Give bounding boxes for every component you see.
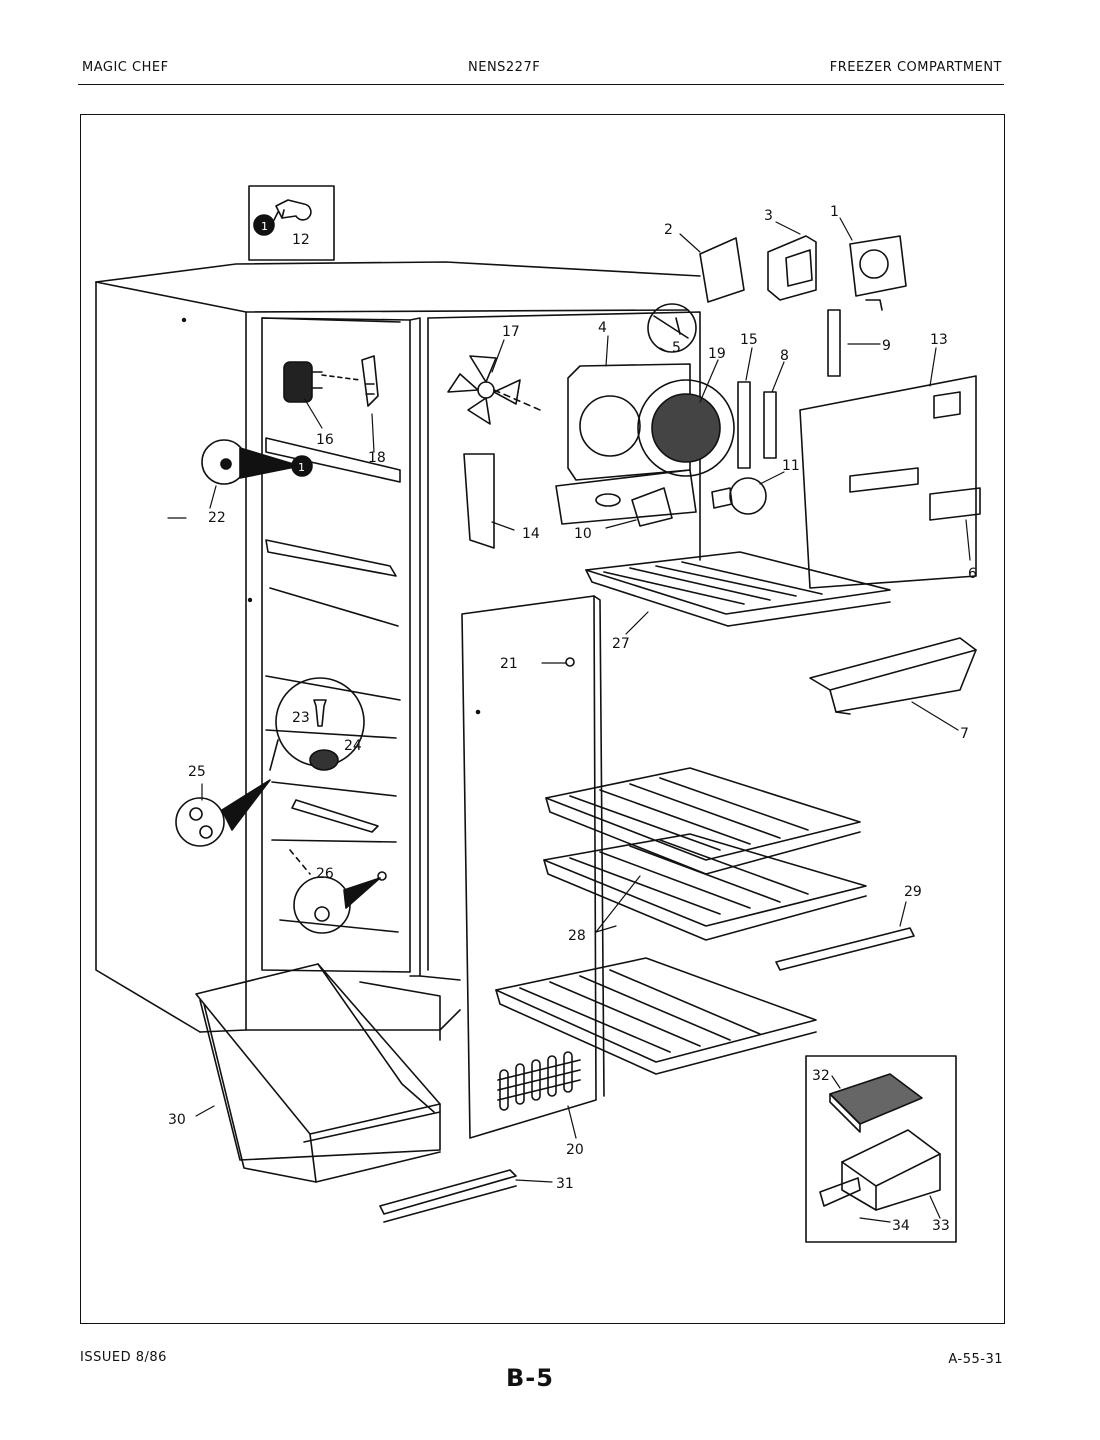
- part-9-strip: [827, 309, 841, 377]
- callout-16: 16: [316, 432, 334, 448]
- callout-6: 6: [968, 566, 977, 582]
- callout-8: 8: [780, 348, 789, 364]
- leader-16-dashed: [321, 374, 361, 381]
- page-number: B-5: [506, 1364, 554, 1392]
- callout-27: 27: [612, 636, 630, 652]
- callout-33: 33: [932, 1218, 950, 1234]
- callout-25: 25: [188, 764, 206, 780]
- part-7-bin: [809, 637, 977, 715]
- marker-1-label: 1: [261, 220, 268, 233]
- part-25-callout: [175, 779, 271, 847]
- part-6-filter: [929, 487, 981, 521]
- callout-17: 17: [502, 324, 520, 340]
- marker-1b-label: 1: [298, 461, 305, 474]
- callout-11: 11: [782, 458, 800, 474]
- section-title: FREEZER COMPARTMENT: [829, 60, 1002, 75]
- callout-19: 19: [708, 346, 726, 362]
- model-number: NENS227F: [468, 60, 541, 75]
- callout-29: 29: [904, 884, 922, 900]
- callout-1: 1: [830, 204, 839, 220]
- callout-9: 9: [882, 338, 891, 354]
- part-3-bracket: [767, 235, 817, 301]
- part-16-thermostat: [283, 361, 323, 403]
- callout-21: 21: [500, 656, 518, 672]
- callout-2: 2: [664, 222, 673, 238]
- callout-22: 22: [208, 510, 226, 526]
- part-28-lower-shelf: [543, 833, 867, 941]
- callout-20: 20: [566, 1142, 584, 1158]
- callout-4: 4: [598, 320, 607, 336]
- callout-23: 23: [292, 710, 310, 726]
- callout-34: 34: [892, 1218, 910, 1234]
- callout-14: 14: [522, 526, 540, 542]
- part-31-trim-edge: [383, 1185, 517, 1223]
- part-13-evaporator-cover: [799, 375, 977, 589]
- part-26-callout: [289, 849, 387, 934]
- part-17-fan-blade: [447, 355, 541, 425]
- callout-7: 7: [960, 726, 969, 742]
- callout-10: 10: [574, 526, 592, 542]
- callout-28: 28: [568, 928, 586, 944]
- callout-32: 32: [812, 1068, 830, 1084]
- part-10-socket: [631, 487, 673, 527]
- part-2-housing: [699, 237, 745, 303]
- part-11-light-bulb: [711, 477, 767, 515]
- document-code: A-55-31: [948, 1352, 1003, 1367]
- callout-12: 12: [292, 232, 310, 248]
- part-27-shelf: [585, 551, 891, 627]
- callout-24: 24: [344, 738, 362, 754]
- part-22-callout: 1: [201, 439, 313, 485]
- part-30-storage-bin: [195, 963, 441, 1183]
- callout-18: 18: [368, 450, 386, 466]
- diagram-frame: [80, 114, 1005, 1324]
- brand-label: MAGIC CHEF: [82, 60, 169, 75]
- part-4-fan-housing: [555, 363, 735, 525]
- callout-26: 26: [316, 866, 334, 882]
- part-31-trim-strip: [379, 1169, 517, 1215]
- part-18-bracket: [361, 355, 379, 407]
- part-14-bracket: [463, 453, 495, 549]
- refrigerator-cabinet: [95, 261, 701, 1041]
- callout-13: 13: [930, 332, 948, 348]
- inset-parts-32-34: [805, 1055, 957, 1243]
- issued-date: ISSUED 8/86: [80, 1350, 167, 1365]
- part-28-bottom-shelf: [495, 957, 817, 1075]
- inset-part-12: 1: [248, 185, 335, 261]
- part-29-trim-strip: [775, 927, 915, 971]
- part-23-24-callout: [269, 677, 365, 771]
- callout-3: 3: [764, 208, 773, 224]
- callout-30: 30: [168, 1112, 186, 1128]
- part-5-motor: [647, 303, 697, 353]
- part-1-cover: [849, 235, 907, 311]
- callout-31: 31: [556, 1176, 574, 1192]
- leader-lines: [167, 217, 971, 1223]
- header-rule: [78, 84, 1004, 85]
- callout-15: 15: [740, 332, 758, 348]
- part-15-strip: [737, 381, 751, 469]
- part-20-rear-panel: [461, 595, 605, 1139]
- callout-5: 5: [672, 340, 681, 356]
- part-8-strip: [763, 391, 777, 459]
- part-28-upper-shelf: [545, 767, 861, 875]
